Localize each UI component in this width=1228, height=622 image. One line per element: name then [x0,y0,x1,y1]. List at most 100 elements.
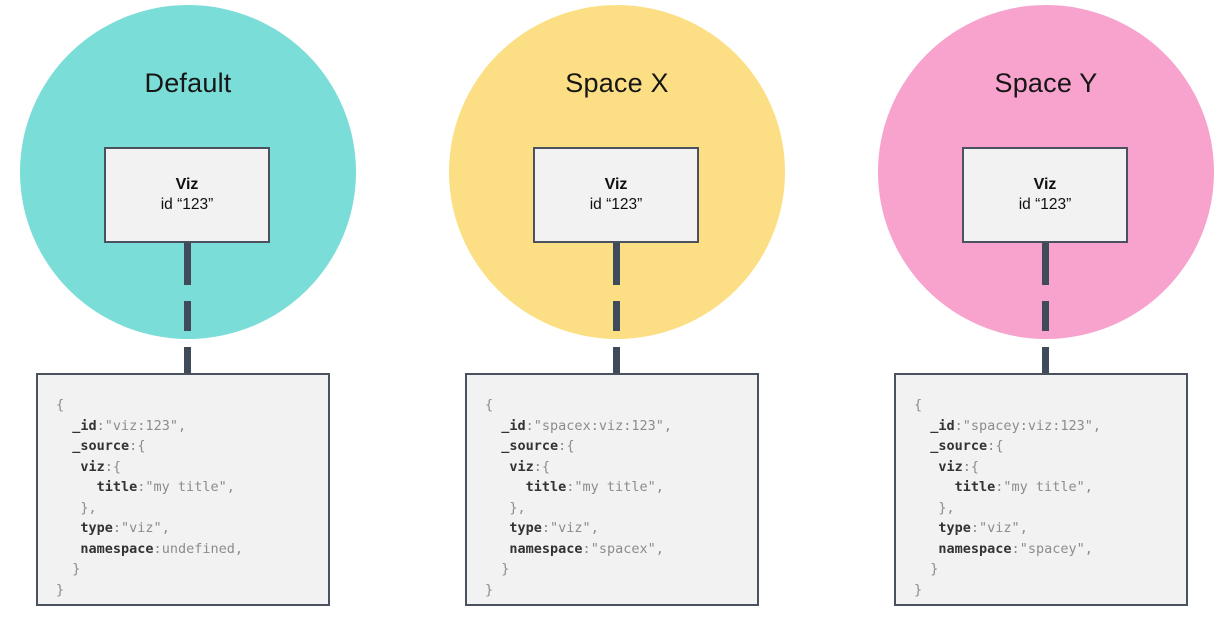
code-token [56,479,97,495]
code-line: { [485,395,757,416]
code-token: , [88,499,97,516]
code-token: { [112,458,122,475]
code-token: title [954,479,996,495]
code-token: { [970,458,980,475]
code-block-space-x: { _id:"spacex:viz:123", _source:{ viz:{ … [465,373,759,606]
code-token: , [655,479,664,495]
code-token: : [558,438,567,454]
dashed-connector-space-x [613,243,620,375]
code-token: "spacex:viz:123" [533,417,664,434]
dash-segment [184,301,191,331]
code-token: "viz" [979,520,1020,536]
code-line: type:"viz", [485,518,757,539]
code-token: , [177,417,187,434]
code-token: , [226,479,235,495]
code-token: { [56,397,65,413]
code-token: } [938,499,947,516]
dash-segment [613,243,620,285]
code-token: _source [501,438,559,454]
code-token: _source [930,438,988,454]
viz-node-title: Viz [604,175,628,193]
viz-node-space-x: Viz id “123” [533,147,699,243]
code-token: : [96,417,105,434]
code-token [56,520,80,536]
code-token: , [655,540,664,557]
code-token: { [137,438,146,454]
code-token: } [914,581,923,598]
code-token: , [1084,540,1093,557]
code-token [485,520,509,536]
code-line: } [914,559,1186,580]
code-line: namespace:"spacex", [485,539,757,560]
code-line: }, [485,498,757,519]
code-line: type:"viz", [56,518,328,539]
code-token [485,459,509,475]
code-token: : [987,438,996,454]
viz-node-subtitle: id “123” [589,196,643,214]
code-text: { _id:"spacey:viz:123", _source:{ viz:{ … [914,395,1186,600]
code-text: { _id:"spacex:viz:123", _source:{ viz:{ … [485,395,757,600]
code-line: } [56,580,328,601]
code-token: "viz" [121,520,162,536]
code-line: namespace:undefined, [56,539,328,560]
code-token [485,500,509,516]
code-token [485,479,526,495]
code-token: : [104,458,113,475]
code-token: : [995,479,1004,495]
code-line: _id:"viz:123", [56,416,328,437]
code-line: _source:{ [914,436,1186,457]
code-token: : [153,540,162,557]
code-line: _id:"spacey:viz:123", [914,416,1186,437]
code-line: } [485,580,757,601]
viz-node-space-y: Viz id “123” [962,147,1128,243]
code-token: } [501,561,510,577]
code-line: _source:{ [485,436,757,457]
code-line: } [56,559,328,580]
code-line: { [914,395,1186,416]
code-token: "my title" [145,479,227,495]
code-text: { _id:"viz:123", _source:{ viz:{ title:"… [56,395,328,600]
code-line: _id:"spacex:viz:123", [485,416,757,437]
dash-segment [184,243,191,285]
code-token: namespace [938,540,1012,557]
code-token [914,438,930,454]
code-line: _source:{ [56,436,328,457]
space-circle-label-space-x: Space X [565,68,669,98]
code-line: }, [914,498,1186,519]
code-token [485,438,501,454]
code-token: } [72,561,81,577]
code-token [914,520,938,536]
code-token: { [541,458,551,475]
code-token [914,500,938,516]
code-token: "spacex" [590,540,656,557]
code-token [56,541,80,557]
code-line: namespace:"spacey", [914,539,1186,560]
code-token: : [533,458,542,475]
code-line: title:"my title", [914,477,1186,498]
code-token [485,541,509,557]
code-token: , [590,520,599,536]
code-token: , [1084,479,1093,495]
code-token: viz [938,458,963,475]
code-token: _id [501,417,526,434]
code-line: }, [56,498,328,519]
code-token: type [938,520,971,536]
code-token: : [582,540,591,557]
viz-node-title: Viz [175,175,199,193]
code-token [56,561,72,577]
code-token: , [663,417,672,434]
code-token: namespace [509,540,583,557]
code-token: : [129,438,138,454]
dash-segment [613,347,620,375]
code-token: : [112,520,122,536]
code-token [914,541,938,557]
code-line: type:"viz", [914,518,1186,539]
code-token: : [954,417,963,434]
code-token: "my title" [574,479,656,495]
dash-segment [1042,243,1049,285]
code-token: namespace [80,540,154,557]
code-token: type [80,520,113,536]
space-circle-label-default: Default [144,68,232,98]
dashed-connector-space-y [1042,243,1049,375]
code-token: { [566,438,575,454]
